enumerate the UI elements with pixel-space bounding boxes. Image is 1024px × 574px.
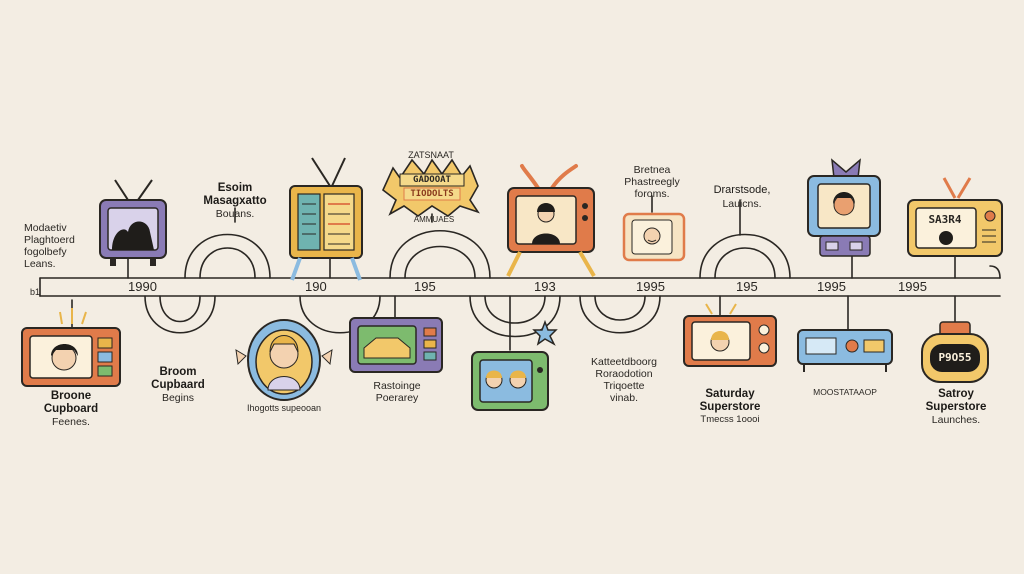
year-marker-2: 190 <box>303 279 329 294</box>
label-bottom-center-left: Rastoinge Poerarey <box>373 380 421 404</box>
badge-top-text: ZATSNAAT <box>408 150 454 160</box>
badge-sign-icon <box>382 158 480 217</box>
two-faces-tv-icon <box>471 351 549 411</box>
year-marker-1: 1990 <box>126 279 159 294</box>
badge-line-2: TIODOLTS <box>410 189 454 199</box>
axis-mark: b1 <box>30 287 41 297</box>
year-marker-4: 193 <box>532 279 558 294</box>
retro-tv-icon <box>907 177 1003 257</box>
label-portrait-caption: Ihogotts supeooan <box>246 403 322 413</box>
label-device-caption: MOOSTATAAOP <box>813 387 877 397</box>
label-top-right-subtitle: Lauicns. <box>722 198 762 210</box>
timeline-path <box>39 195 1001 351</box>
cartoon-portrait-icon <box>235 319 333 401</box>
label-bottom-right-subtitle: Tmecss 1oooi <box>700 414 760 425</box>
label-bottom-left-title: Broom Cupbaard <box>151 366 205 391</box>
boy-tv-icon <box>21 308 121 387</box>
label-bottom-far-right-title: Satroy Superstore <box>925 388 987 413</box>
portrait-tv-icon <box>506 164 596 278</box>
year-marker-5: 1995 <box>634 279 667 294</box>
label-bottom-right-title: Saturday Superstore <box>699 388 761 413</box>
badge-line-1: GADOOAT <box>413 175 451 185</box>
control-panel-tv-icon <box>289 157 363 281</box>
radio-display-text: P9O55 <box>938 351 972 364</box>
label-bottom-far-left-subtitle: Feenes. <box>52 416 90 428</box>
year-marker-7: 1995 <box>815 279 848 294</box>
round-radio-icon <box>921 321 989 383</box>
face-tv-icon <box>683 303 777 367</box>
game-screen-tv-icon <box>349 317 443 373</box>
label-top-far-left: Modaetiv Plaghtoerd fogolbefy Leans. <box>24 222 75 270</box>
spark-icon <box>532 319 558 346</box>
label-top-left-title: Esoim Masagxatto <box>203 182 267 207</box>
label-top-right-title: Drarstsode, <box>713 184 771 196</box>
blue-device-icon <box>797 329 893 372</box>
retro-tv-screen-text: SA3R4 <box>928 213 962 226</box>
year-marker-6: 195 <box>734 279 760 294</box>
year-marker-3: 195 <box>412 279 438 294</box>
badge-bottom-text: AMMUAES <box>413 215 455 224</box>
small-face-tv-icon <box>622 212 686 262</box>
silhouette-tv-icon <box>99 179 167 266</box>
label-top-left-subtitle: Bouans. <box>215 208 255 220</box>
label-bottom-center: Katteetdboorg Roraodotion Triqoette vina… <box>591 356 657 404</box>
label-bottom-far-right-subtitle: Launches. <box>931 414 981 426</box>
year-marker-8: 1995 <box>896 279 929 294</box>
label-bottom-left-subtitle: Begins <box>161 392 195 404</box>
label-top-center-right: Bretnea Phastreegly foroms. <box>624 164 680 200</box>
label-bottom-far-left-title: Broone Cupboard <box>43 390 99 415</box>
girl-tv-icon <box>807 158 881 257</box>
